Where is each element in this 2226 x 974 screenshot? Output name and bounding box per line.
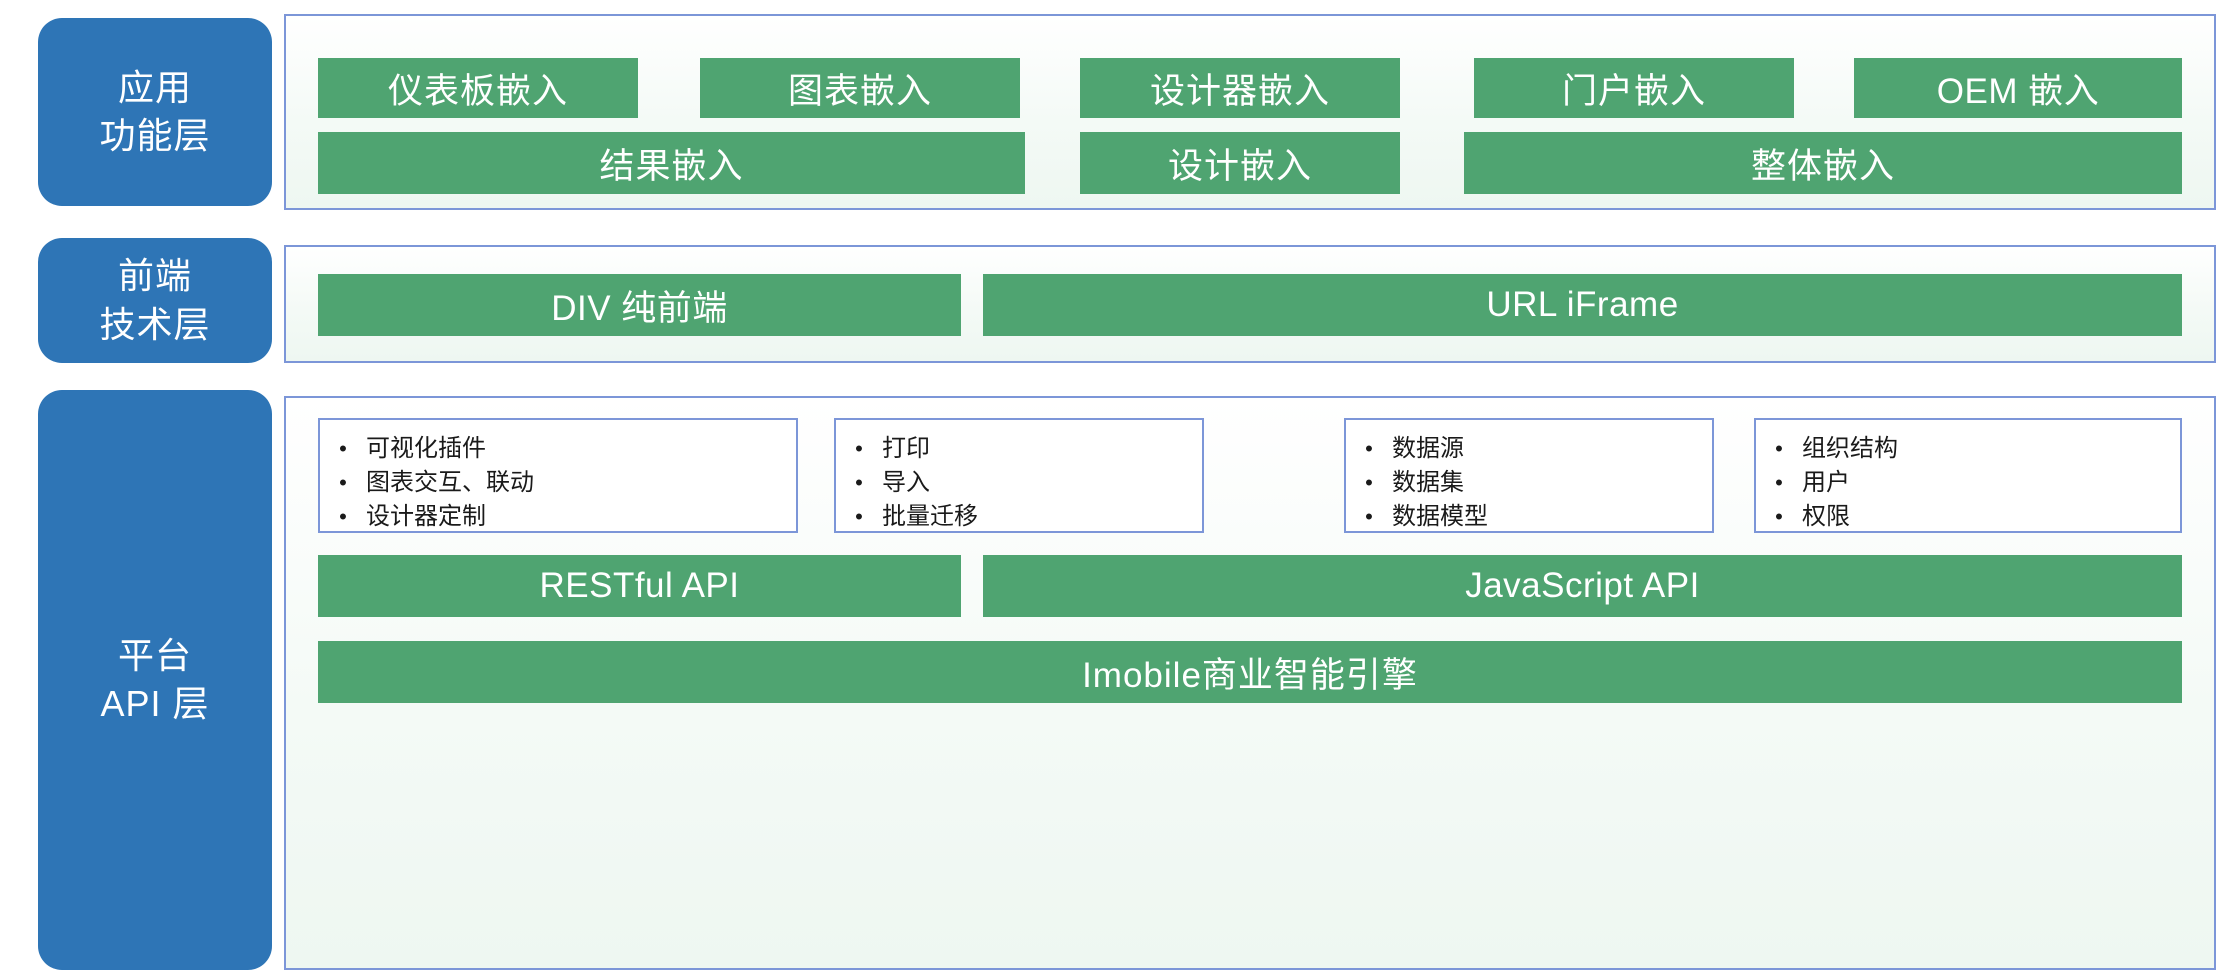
bullet-icon: • (855, 504, 863, 530)
list-item-label: 数据模型 (1392, 503, 1488, 531)
box-dashboard-embed[interactable]: 仪表板嵌入 (318, 58, 638, 118)
list-item: • 批量迁移 (836, 500, 1202, 534)
bullet-icon: • (1365, 470, 1373, 496)
layer-label-platform-api: 平台 API 层 (38, 390, 272, 970)
layer-platform-api: 平台 API 层 • 可视化插件 • 图表交互、联动 • (0, 390, 2226, 974)
list-item: • 打印 (836, 432, 1202, 466)
list-item: • 用户 (1756, 466, 2180, 500)
list-item-label: 数据源 (1392, 435, 1464, 462)
listbox-organization: • 组织结构 • 用户 • 权限 (1754, 418, 2182, 533)
list-item: • 图表交互、联动 (320, 466, 796, 500)
box-url-iframe[interactable]: URL iFrame (983, 274, 2182, 336)
box-label: OEM 嵌入 (1936, 71, 2100, 111)
bullet-icon: • (1365, 504, 1373, 530)
layer-label-line-2: 功能层 (99, 115, 211, 156)
list-item: • 组织结构 (1756, 432, 2180, 466)
panel-application-function: 仪表板嵌入 图表嵌入 设计器嵌入 门户嵌入 OEM 嵌入 结果嵌入 设计嵌入 (284, 14, 2216, 210)
list-item: • 导入 (836, 466, 1202, 500)
bullet-icon: • (339, 470, 347, 496)
list-item-label: 图表交互、联动 (366, 469, 534, 497)
box-label: URL iFrame (1486, 285, 1679, 324)
box-oem-embed[interactable]: OEM 嵌入 (1854, 58, 2182, 118)
list-item: • 权限 (1756, 500, 2180, 534)
box-chart-embed[interactable]: 图表嵌入 (700, 58, 1020, 118)
bullet-icon: • (855, 436, 863, 461)
bullet-list: • 可视化插件 • 图表交互、联动 • 设计器定制 (320, 432, 796, 534)
panel-frontend-technology: DIV 纯前端 URL iFrame (284, 245, 2216, 363)
list-item-label: 可视化插件 (366, 435, 486, 462)
list-item: • 设计器定制 (320, 500, 796, 534)
layer-label-line-1: 平台 (117, 634, 192, 676)
box-div-pure-frontend[interactable]: DIV 纯前端 (318, 274, 961, 336)
list-item: • 数据模型 (1346, 500, 1712, 534)
box-overall-embed[interactable]: 整体嵌入 (1464, 132, 2182, 194)
listbox-operations: • 打印 • 导入 • 批量迁移 (834, 418, 1204, 533)
box-label: 设计器嵌入 (1149, 71, 1330, 111)
layer-label-line-2: 技术层 (99, 303, 211, 345)
box-label: RESTful API (539, 566, 740, 605)
list-item: • 可视化插件 (320, 432, 796, 466)
list-item: • 数据源 (1346, 432, 1712, 466)
box-restful-api[interactable]: RESTful API (318, 555, 961, 617)
list-item-label: 组织结构 (1802, 435, 1898, 462)
box-result-embed[interactable]: 结果嵌入 (318, 132, 1025, 194)
layer-label-application-function: 应用 功能层 (38, 18, 272, 206)
panel-platform-api: • 可视化插件 • 图表交互、联动 • 设计器定制 • (284, 396, 2216, 970)
layer-frontend-technology: 前端 技术层 DIV 纯前端 URL iFrame (0, 238, 2226, 363)
list-item-label: 设计器定制 (366, 503, 486, 531)
list-item-label: 用户 (1802, 469, 1850, 497)
box-label: 结果嵌入 (599, 146, 744, 186)
bullet-icon: • (1775, 470, 1783, 496)
box-portal-embed[interactable]: 门户嵌入 (1474, 58, 1794, 118)
list-item-label: 打印 (882, 435, 930, 462)
list-item-label: 数据集 (1392, 469, 1464, 497)
box-design-embed[interactable]: 设计嵌入 (1080, 132, 1400, 194)
list-item-label: 导入 (882, 469, 930, 497)
bullet-icon: • (1775, 436, 1783, 461)
box-label: 门户嵌入 (1561, 71, 1706, 111)
bullet-icon: • (1775, 504, 1783, 530)
box-label: DIV 纯前端 (551, 288, 728, 328)
box-label: JavaScript API (1465, 566, 1700, 605)
layer-application-function: 应用 功能层 仪表板嵌入 图表嵌入 设计器嵌入 门户嵌入 OEM 嵌入 (0, 0, 2226, 210)
bullet-icon: • (855, 470, 863, 496)
box-label: 整体嵌入 (1750, 146, 1895, 186)
box-label: 图表嵌入 (787, 71, 932, 111)
box-bi-engine[interactable]: Imobile商业智能引擎 (318, 641, 2182, 703)
bullet-icon: • (339, 504, 347, 530)
bullet-list: • 打印 • 导入 • 批量迁移 (836, 432, 1202, 534)
listbox-visualization: • 可视化插件 • 图表交互、联动 • 设计器定制 (318, 418, 798, 533)
list-item-label: 权限 (1802, 503, 1850, 531)
layer-label-line-1: 应用 (117, 66, 192, 108)
bullet-list: • 组织结构 • 用户 • 权限 (1756, 432, 2180, 534)
box-label: 设计嵌入 (1167, 146, 1312, 186)
box-designer-embed[interactable]: 设计器嵌入 (1080, 58, 1400, 118)
list-item: • 数据集 (1346, 466, 1712, 500)
box-javascript-api[interactable]: JavaScript API (983, 555, 2182, 617)
list-item-label: 批量迁移 (882, 503, 978, 531)
bullet-icon: • (339, 436, 347, 461)
box-label: 仪表板嵌入 (387, 71, 568, 111)
bullet-icon: • (1365, 436, 1373, 461)
listbox-data: • 数据源 • 数据集 • 数据模型 (1344, 418, 1714, 533)
layer-label-frontend-technology: 前端 技术层 (38, 238, 272, 363)
box-label: Imobile商业智能引擎 (1082, 655, 1418, 695)
bullet-list: • 数据源 • 数据集 • 数据模型 (1346, 432, 1712, 534)
layer-label-line-2: API 层 (100, 683, 210, 724)
layer-label-line-1: 前端 (117, 255, 192, 297)
